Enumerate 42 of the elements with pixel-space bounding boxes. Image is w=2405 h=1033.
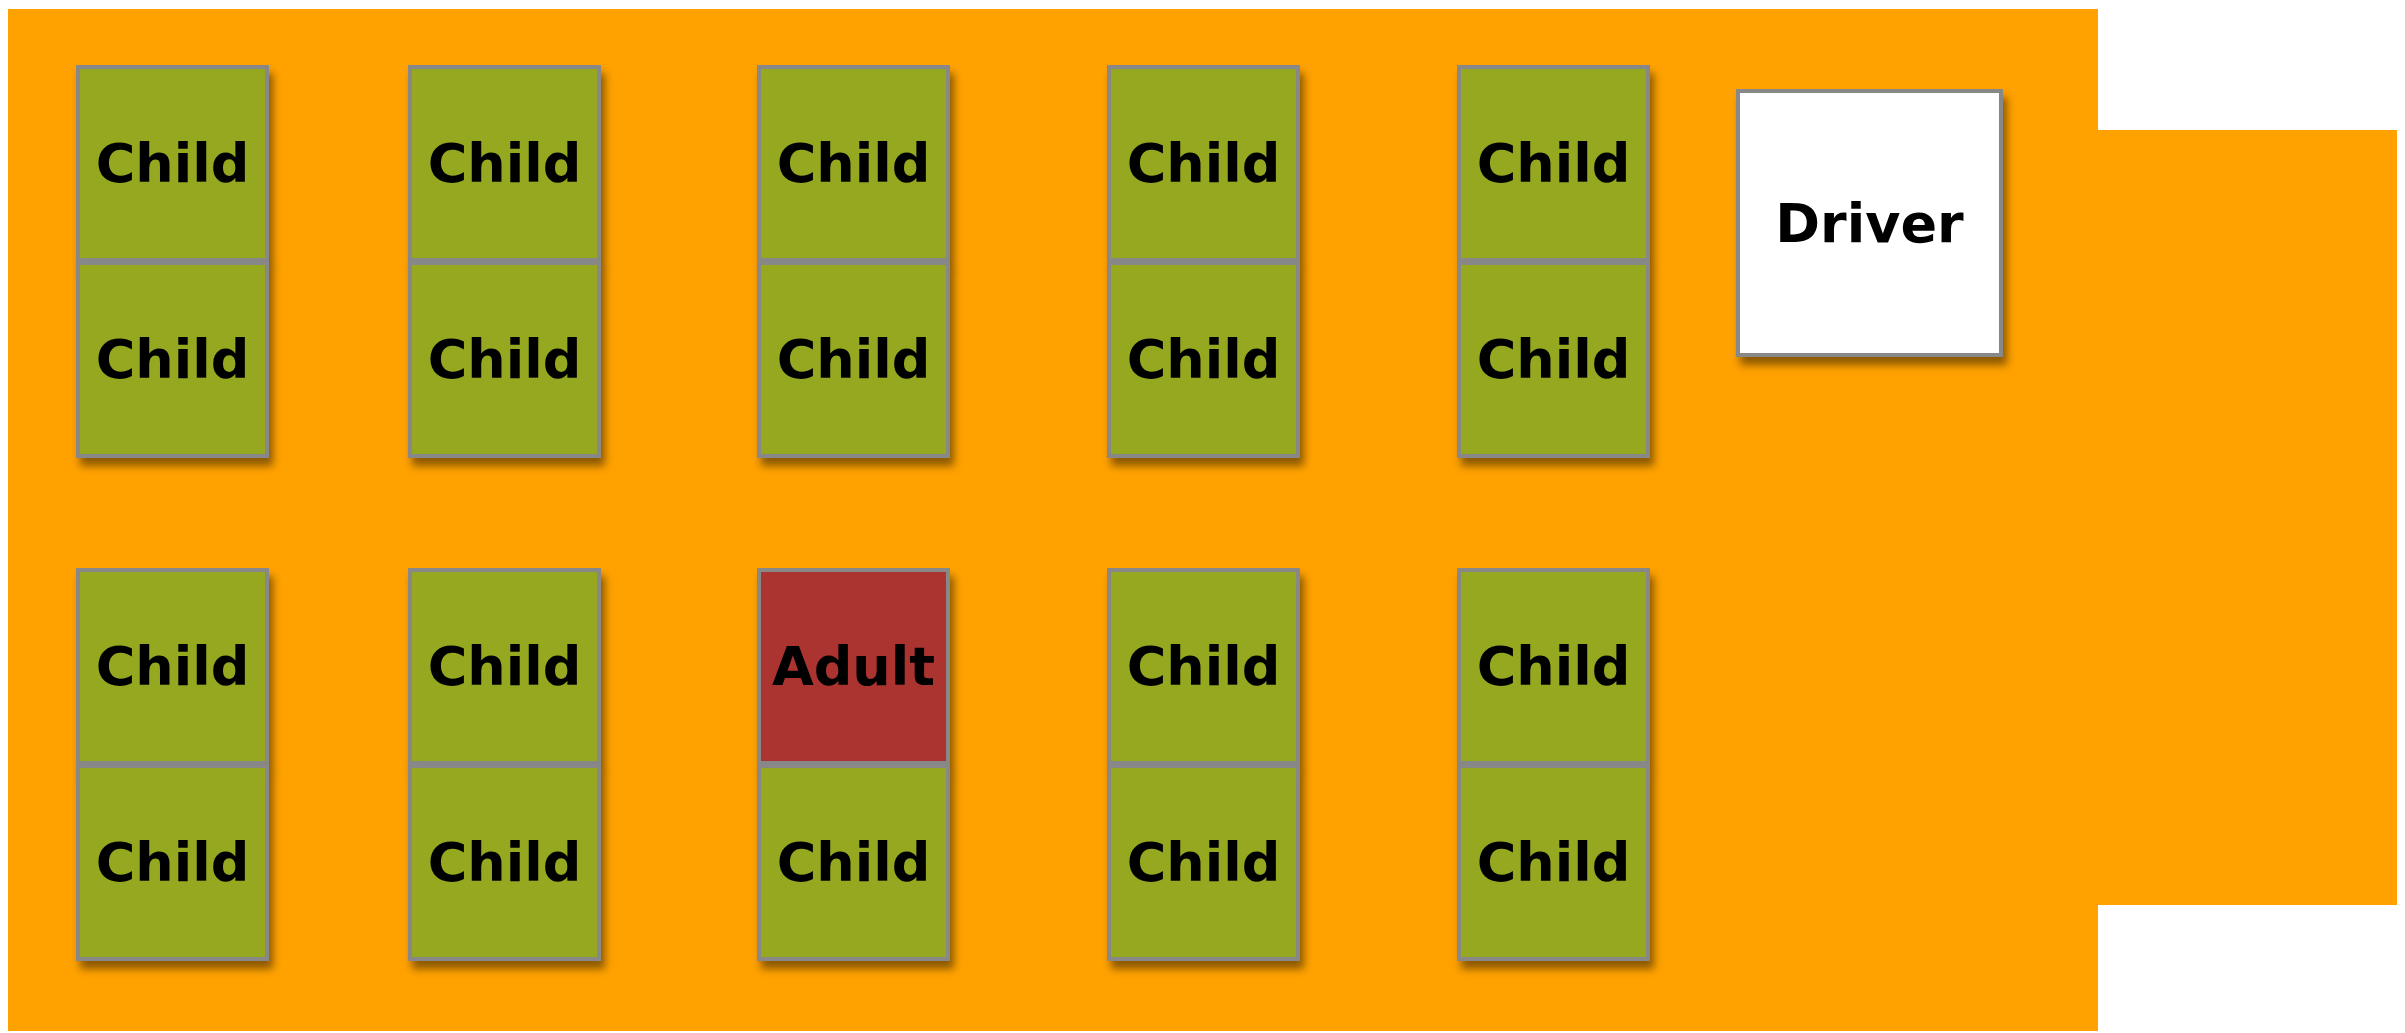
passenger-seat	[1107, 764, 1300, 961]
seat-label: Child	[427, 328, 582, 391]
seat-label: Child	[1126, 132, 1281, 195]
passenger-seat	[1457, 65, 1650, 262]
seat-label: Driver	[1775, 191, 1964, 255]
seat-label: Child	[95, 328, 250, 391]
seat-label: Child	[1476, 635, 1631, 698]
passenger-seat	[408, 65, 601, 262]
seat-label: Adult	[771, 635, 936, 698]
passenger-seat	[76, 261, 269, 458]
seat-label: Child	[95, 635, 250, 698]
passenger-seat	[757, 65, 950, 262]
seat-label: Child	[776, 831, 931, 894]
seat-label: Child	[427, 831, 582, 894]
seat-label: Child	[1126, 831, 1281, 894]
passenger-seat	[76, 65, 269, 262]
passenger-seat	[408, 764, 601, 961]
seat-label: Child	[1476, 831, 1631, 894]
passenger-seat	[757, 261, 950, 458]
seat-label: Child	[1126, 328, 1281, 391]
driver-seat	[1736, 89, 2003, 357]
passenger-seat	[76, 764, 269, 961]
seat-label: Child	[1126, 635, 1281, 698]
passenger-seat	[1107, 261, 1300, 458]
seat-label: Child	[776, 132, 931, 195]
passenger-seat	[1457, 261, 1650, 458]
seat-label: Child	[95, 831, 250, 894]
seat-label: Child	[427, 132, 582, 195]
seat-label: Child	[95, 132, 250, 195]
passenger-seat	[1107, 65, 1300, 262]
passenger-seat	[408, 261, 601, 458]
passenger-seat	[1107, 568, 1300, 765]
passenger-seat	[408, 568, 601, 765]
seat-label: Child	[1476, 328, 1631, 391]
seat-label: Child	[427, 635, 582, 698]
passenger-seat	[757, 764, 950, 961]
passenger-seat	[1457, 764, 1650, 961]
seat-label: Child	[776, 328, 931, 391]
passenger-seat	[1457, 568, 1650, 765]
passenger-seat	[757, 568, 950, 765]
seat-label: Child	[1476, 132, 1631, 195]
passenger-seat	[76, 568, 269, 765]
